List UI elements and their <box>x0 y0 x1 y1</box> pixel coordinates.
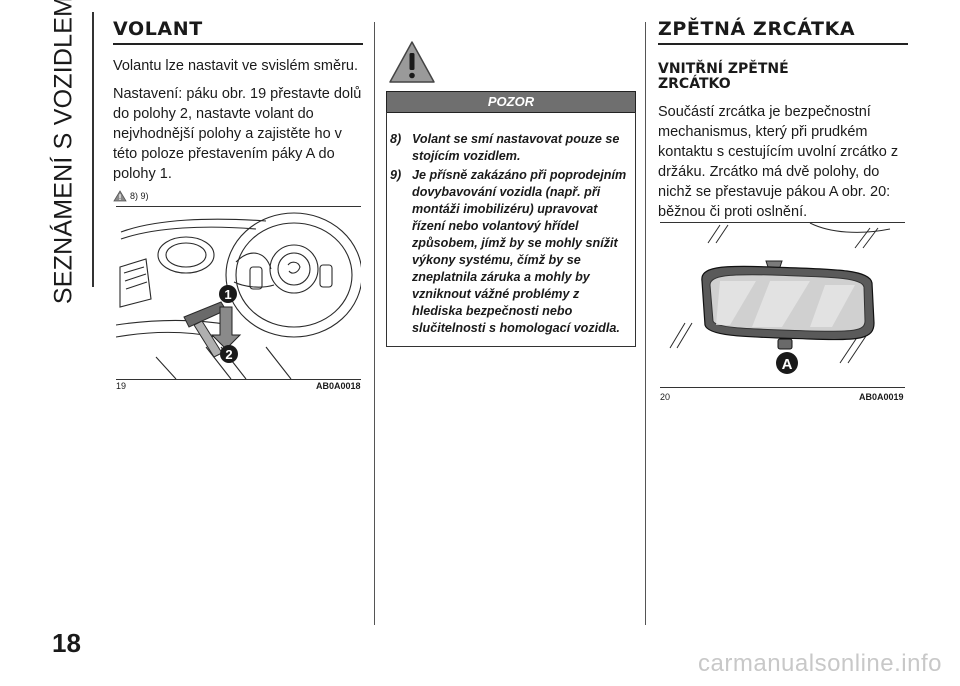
figure-19-code: AB0A0018 <box>316 381 361 391</box>
callout-1: 1 <box>224 287 231 302</box>
steering-section: VOLANT Volantu lze nastavit ve svislém s… <box>113 18 363 202</box>
rearview-mirror-illustration: A <box>669 222 891 374</box>
chapter-divider <box>92 12 94 287</box>
page-number: 18 <box>52 628 81 658</box>
heading-rule <box>113 43 363 45</box>
warning-reference-numbers: 8) 9) <box>130 191 149 201</box>
mirrors-heading: ZPĚTNÁ ZRCÁTKA <box>658 18 856 40</box>
warning-triangle-icon <box>389 41 435 83</box>
warning-box: 8) Volant se smí nastavovat pouze se stoj… <box>386 112 636 347</box>
warning-reference: 8) 9) <box>113 190 363 202</box>
warning-item-number: 9) <box>390 168 402 182</box>
chapter-title-text: SEZNÁMENÍ S VOZIDLEM <box>49 0 78 305</box>
mirrors-paragraph: Součástí zrcátka je bezpečnostní mechani… <box>658 104 899 220</box>
figure-19-number: 19 <box>116 381 127 391</box>
column-divider-1 <box>374 22 375 625</box>
column-divider-2 <box>645 22 646 625</box>
callout-2: 2 <box>225 347 232 362</box>
steering-paragraph-1: Volantu lze nastavit ve svislém směru. <box>113 58 358 74</box>
figure-20-code: AB0A0019 <box>859 392 904 402</box>
steering-heading: VOLANT <box>113 18 203 40</box>
warning-item: 9) Je přísně zakázáno při poprodejním dov… <box>390 167 631 337</box>
steering-wheel-illustration: 1 2 <box>115 207 363 380</box>
warning-item: 8) Volant se smí nastavovat pouze se stoj… <box>390 131 631 165</box>
warning-title-bar: POZOR <box>386 91 636 113</box>
mirrors-subheading: VNITŘNÍ ZPĚTNÉ ZRCÁTKO <box>658 61 789 92</box>
figure-19: 1 2 <box>115 206 363 380</box>
warning-item-text: Je přísně zakázáno při poprodejním dovyb… <box>412 168 627 335</box>
warning-item-number: 8) <box>390 132 402 146</box>
heading-rule <box>658 43 908 45</box>
watermark: carmanualsonline.info <box>698 650 942 677</box>
mirrors-section: ZPĚTNÁ ZRCÁTKA VNITŘNÍ ZPĚTNÉ ZRCÁTKO So… <box>658 18 908 222</box>
warning-list: 8) Volant se smí nastavovat pouze se stoj… <box>387 112 635 337</box>
callout-A: A <box>782 356 793 373</box>
warning-item-text: Volant se smí nastavovat pouze se stojíc… <box>412 132 620 163</box>
figure-20: A <box>660 222 905 388</box>
figure-20-number: 20 <box>660 392 671 402</box>
warning-triangle-icon <box>113 190 127 202</box>
chapter-side-title: SEZNÁMENÍ S VOZIDLEM <box>34 0 94 304</box>
steering-paragraph-2: Nastavení: páku obr. 19 přestavte dolů d… <box>113 86 362 182</box>
